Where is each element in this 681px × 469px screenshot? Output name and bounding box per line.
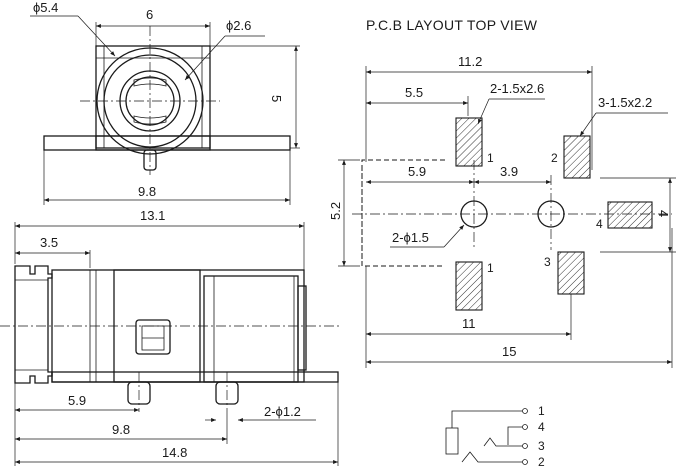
dim-pcb-pad4-height: 4	[656, 210, 671, 217]
dim-front-pin-dia: ϕ2.6	[226, 18, 251, 33]
pcb-outline	[361, 159, 445, 267]
schematic-pin-4: 4	[538, 420, 545, 434]
dim-pcb-pad-b: 3-1.5x2.2	[598, 95, 652, 110]
dim-pcb-total-width: 15	[502, 344, 516, 359]
pad-2	[563, 135, 591, 179]
pad-label-3: 3	[544, 255, 551, 269]
side-terminal-window	[135, 319, 171, 355]
schematic: 1 4 3 2	[445, 404, 545, 469]
dim-pcb-pad-a: 2-1.5x2.6	[490, 81, 544, 96]
dim-side-pin1: 5.9	[68, 393, 86, 408]
side-view: 13.1 3.5 5.9	[0, 208, 340, 466]
pad-4	[607, 201, 653, 229]
dim-front-height: 5	[269, 95, 284, 102]
pad-label-4: 4	[596, 217, 603, 231]
schematic-sleeve	[445, 427, 459, 455]
pad-1-bottom	[455, 261, 483, 311]
pad-label-2: 2	[551, 151, 558, 165]
pad-label-1-bottom: 1	[487, 261, 494, 275]
dim-front-hole-dia: ϕ5.4	[33, 0, 58, 15]
front-view: 6 ϕ5.4 ϕ2.6 5 9.8	[30, 0, 300, 205]
dim-side-pin-dia: 2-ϕ1.2	[264, 404, 301, 419]
dim-pcb-pad-offset: 5.5	[405, 85, 423, 100]
dim-pcb-bottom-width: 11	[462, 316, 476, 331]
dim-side-total: 14.8	[162, 445, 187, 460]
side-front-cap	[14, 265, 53, 384]
page-title: P.C.B LAYOUT TOP VIEW	[366, 17, 538, 33]
side-base-plate	[51, 371, 339, 383]
schematic-pin-3: 3	[538, 439, 545, 453]
dim-side-front-offset: 3.5	[40, 235, 58, 250]
pad-3	[557, 251, 585, 295]
dim-pcb-height: 5.2	[328, 202, 343, 220]
dim-pcb-hole-spacing: 3.9	[500, 164, 518, 179]
front-body	[95, 45, 211, 149]
dim-pcb-hole-dia: 2-ϕ1.5	[392, 230, 429, 245]
dim-pcb-hole-offset: 5.9	[408, 164, 426, 179]
dim-pcb-width: 11.2	[458, 54, 482, 69]
schematic-pin-1: 1	[538, 404, 545, 418]
dim-front-width: 6	[146, 7, 153, 22]
dim-side-overall: 13.1	[140, 208, 165, 223]
pad-1-top	[455, 117, 483, 167]
schematic-pin-2: 2	[538, 455, 545, 469]
pcb-layout: P.C.B LAYOUT TOP VIEW 11.2 5.5 2-1.5x2.6…	[328, 17, 676, 368]
pad-label-1-top: 1	[487, 151, 494, 165]
dim-side-pin2: 9.8	[112, 422, 130, 437]
dim-front-base-width: 9.8	[138, 184, 156, 199]
